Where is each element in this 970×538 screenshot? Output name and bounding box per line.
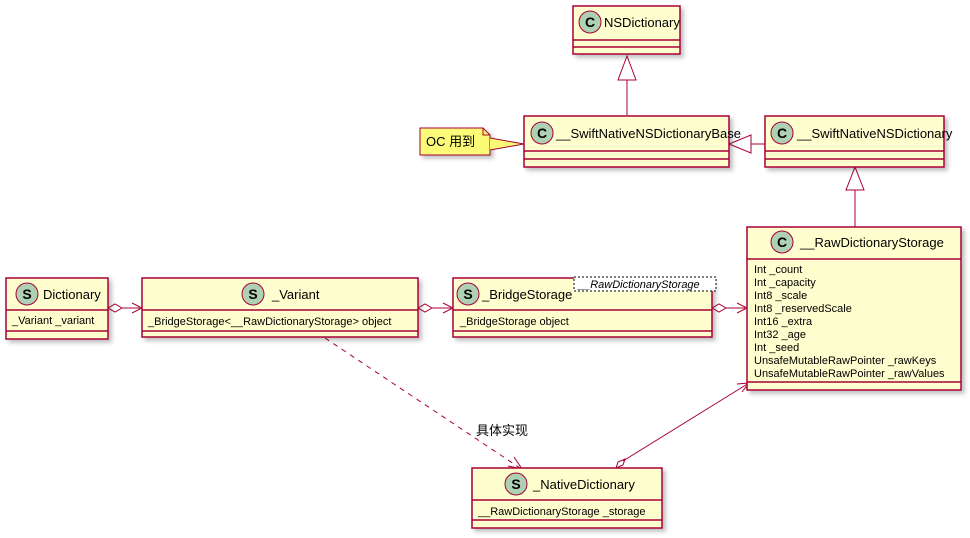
field-age: Int32 _age: [754, 329, 806, 341]
struct-stereotype-letter: S: [463, 286, 472, 302]
struct-name: _Variant: [271, 287, 320, 302]
field-scale: Int8 _scale: [754, 290, 807, 302]
generic-parameter-box: __RawDictionaryStorage: [573, 276, 717, 292]
field-storage: __RawDictionaryStorage _storage: [477, 506, 646, 518]
struct-stereotype-letter: S: [511, 476, 520, 492]
class-c-icon: [530, 121, 554, 145]
generic-parameter: __RawDictionaryStorage: [577, 279, 700, 291]
struct-native-dictionary: S _NativeDictionary __RawDictionaryStora…: [471, 467, 663, 529]
class-stereotype-letter: C: [777, 234, 787, 250]
edge-variant-has-bridgestorage: [416, 302, 455, 314]
struct-s-icon: [504, 472, 528, 496]
field-reserved-scale: Int8 _reservedScale: [754, 303, 852, 315]
field-extra: Int16 _extra: [754, 316, 813, 328]
field-capacity: Int _capacity: [754, 277, 816, 289]
note-oc-usage: OC 用到: [419, 127, 525, 156]
edge-label-implements: 具体实现: [476, 423, 528, 438]
struct-name: _NativeDictionary: [532, 477, 635, 492]
class-swift-native-dictionary: C __SwiftNativeNSDictionary: [764, 115, 953, 168]
struct-variant: S _Variant _BridgeStorage<__RawDictionar…: [141, 277, 419, 338]
class-nsdictionary: C NSDictionary: [572, 5, 681, 55]
edge-variant-implemented-by-native: [324, 337, 524, 470]
class-swift-native-dictionary-base: C __SwiftNativeNSDictionaryBase: [523, 115, 741, 168]
edges: [106, 54, 865, 470]
class-stereotype-letter: C: [585, 14, 595, 30]
class-name: __SwiftNativeNSDictionaryBase: [555, 126, 741, 141]
field-variant: _Variant _variant: [11, 315, 94, 327]
note-text: OC 用到: [426, 134, 475, 149]
field-object: _BridgeStorage object: [459, 316, 569, 328]
class-c-icon: [770, 121, 794, 145]
edge-dictionary-has-variant: [106, 302, 144, 314]
edge-bridgestorage-has-rawstorage: [710, 302, 749, 314]
field-object: _BridgeStorage<__RawDictionaryStorage> o…: [147, 316, 391, 328]
class-stereotype-letter: C: [537, 125, 547, 141]
struct-dictionary: S Dictionary _Variant _variant: [5, 277, 109, 340]
struct-bridge-storage: S _BridgeStorage __RawDictionaryStorage …: [452, 276, 717, 338]
edge-rawstorage-extends-native: [845, 165, 865, 227]
struct-name: Dictionary: [43, 287, 101, 302]
class-stereotype-letter: C: [777, 125, 787, 141]
struct-s-icon: [456, 282, 480, 306]
class-name: __SwiftNativeNSDictionary: [796, 126, 953, 141]
class-c-icon: [770, 230, 794, 254]
field-count: Int _count: [754, 264, 802, 276]
class-c-icon: [578, 10, 602, 34]
class-raw-dictionary-storage: C __RawDictionaryStorage Int _count Int …: [746, 226, 962, 391]
field-raw-keys: UnsafeMutableRawPointer _rawKeys: [754, 355, 937, 367]
struct-stereotype-letter: S: [22, 286, 31, 302]
field-seed: Int _seed: [754, 342, 799, 354]
class-name: NSDictionary: [604, 15, 680, 30]
class-name: __RawDictionaryStorage: [799, 235, 944, 250]
edge-base-extends-nsdictionary: [617, 54, 637, 115]
edge-native-extends-base: [727, 134, 765, 154]
struct-s-icon: [241, 282, 265, 306]
struct-stereotype-letter: S: [248, 286, 257, 302]
struct-s-icon: [15, 282, 39, 306]
struct-name: _BridgeStorage: [481, 287, 572, 302]
field-raw-values: UnsafeMutableRawPointer _rawValues: [754, 368, 945, 380]
edge-nativedictionary-has-rawstorage: [615, 382, 751, 469]
